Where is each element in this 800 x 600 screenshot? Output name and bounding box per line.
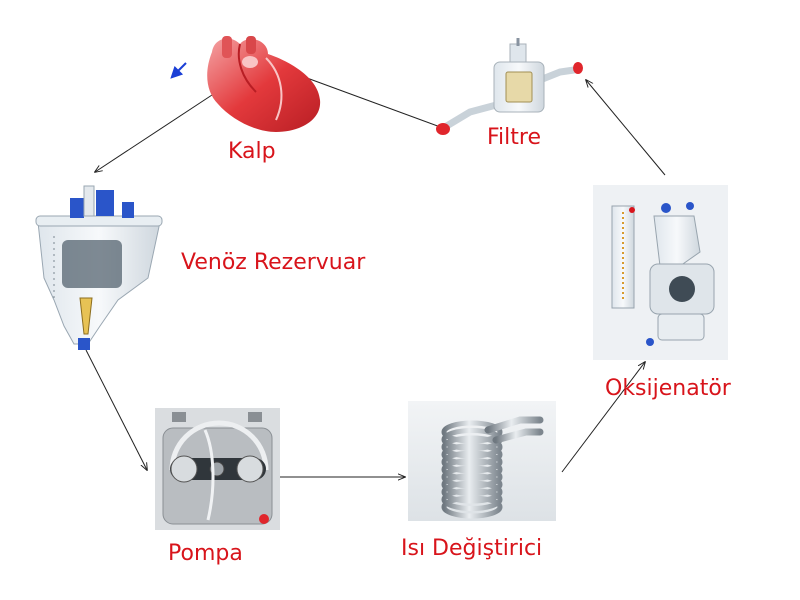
filter-icon [436, 38, 583, 135]
arrow-isi-to-oksijenator [561, 362, 645, 473]
coil-turn [441, 495, 503, 519]
arrow-venoz-to-pompa [85, 349, 147, 470]
coil-turn [441, 480, 503, 504]
coil-turn [441, 488, 503, 511]
coil-turns [441, 420, 503, 519]
coil-turn [441, 450, 503, 474]
coil-turn [441, 435, 503, 459]
label-kalp: Kalp [228, 139, 276, 164]
arrow-oksijenator-to-filtre [586, 80, 666, 176]
label-oksijenator: Oksijenatör [605, 376, 731, 401]
roller-pump-icon [155, 408, 280, 530]
arrow-kalp-to-venoz [95, 94, 213, 172]
oxygenator-icon [593, 185, 728, 360]
heart-icon [207, 36, 321, 132]
heat-exchanger-coil-icon [408, 401, 556, 521]
venous-reservoir-icon [35, 185, 163, 350]
label-pompa: Pompa [168, 541, 243, 566]
coil-turn [441, 420, 503, 444]
blue-direction-arrow [170, 62, 187, 79]
coil-turn [441, 443, 503, 466]
label-isi-degistirici: Isı Değiştirici [401, 536, 543, 561]
coil-turn [441, 458, 503, 481]
label-filtre: Filtre [487, 125, 542, 150]
coil-turn [441, 465, 503, 489]
coil-turn [441, 473, 503, 496]
label-venoz-rezervuar: Venöz Rezervuar [181, 250, 366, 275]
